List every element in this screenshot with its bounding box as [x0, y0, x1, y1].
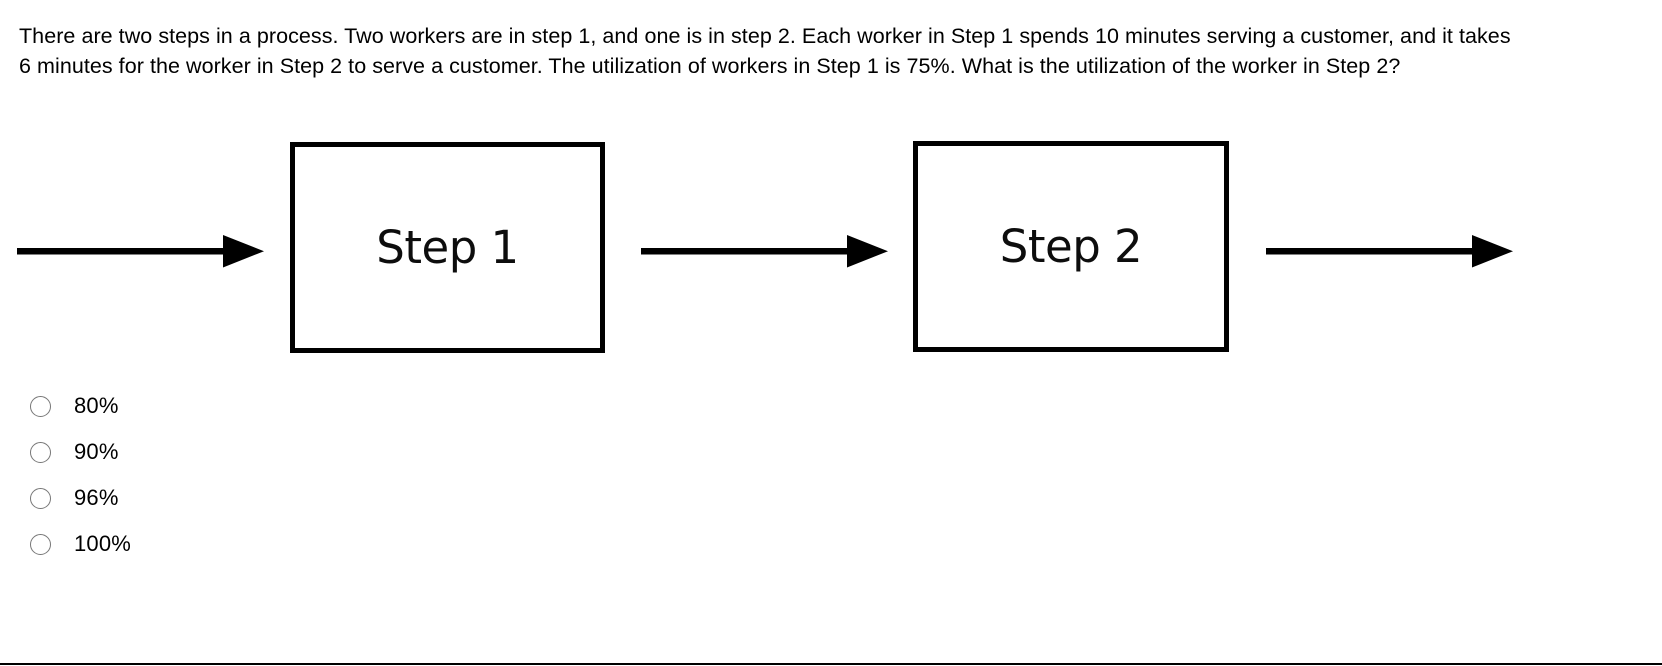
answer-option-96[interactable]: 96% [30, 475, 630, 521]
footer-divider [0, 663, 1662, 665]
answer-option-label: 100% [74, 531, 132, 556]
answer-option-label: 96% [74, 485, 119, 510]
question-stem: There are two steps in a process. Two wo… [19, 24, 1511, 78]
answer-option-label: 90% [74, 439, 119, 464]
step-1-label: Step 1 [376, 221, 519, 274]
step1-to-step2-arrow-icon [641, 234, 889, 268]
outflow-arrow-icon [1266, 234, 1514, 268]
step-2-box: Step 2 [913, 141, 1229, 352]
step-2-label: Step 2 [999, 220, 1143, 273]
answer-option-label: 80% [74, 393, 119, 418]
answer-option-80[interactable]: 80% [30, 383, 630, 429]
radio-button-icon[interactable] [30, 395, 51, 417]
step-1-box: Step 1 [290, 142, 605, 353]
answer-options-group: 80% 90% 96% 100% [30, 383, 630, 567]
answer-option-100[interactable]: 100% [30, 521, 630, 567]
radio-button-icon[interactable] [30, 487, 51, 509]
inflow-arrow-icon [17, 234, 265, 268]
process-flow-diagram: Step 1 Step 2 [0, 130, 1662, 370]
radio-button-icon[interactable] [30, 533, 51, 555]
radio-button-icon[interactable] [30, 441, 51, 463]
answer-option-90[interactable]: 90% [30, 429, 630, 475]
